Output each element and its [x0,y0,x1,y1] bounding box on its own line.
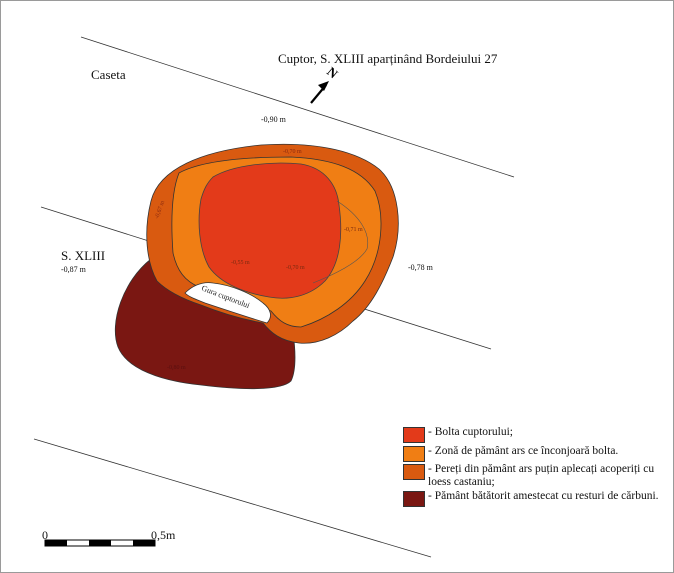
scale-end-label: 0,5m [151,528,176,542]
legend-swatch [403,446,425,462]
depth-label-top: -0,90 m [261,115,286,124]
caseta-label: Caseta [91,67,126,82]
oven-mouth [184,282,271,324]
drawing-title: Cuptor, S. XLIII aparținând Bordeiului 2… [278,51,498,66]
section-label: S. XLIII [61,248,106,263]
depth-label-right: -0,78 m [408,263,433,272]
legend-label: - Bolta cuptorului; [428,426,513,438]
scale-bar-segment [45,540,67,546]
depth-label-faint: -0,71 m [344,227,363,233]
legend-item-pamant: - Pământ bătătorit amestecat cu resturi … [403,490,659,507]
scale-start-label: 0 [42,528,48,542]
legend-label: - Pământ bătătorit amestecat cu resturi … [428,490,659,502]
scale-bar-segment [89,540,111,546]
reference-line-bottom [33,438,432,558]
legend-label: - Pereți din pământ ars puțin aplecați a… [428,463,655,488]
scale-bar-segment [133,540,155,546]
legend-item-bolta: - Bolta cuptorului; [403,426,513,443]
legend-label: - Zonă de pământ ars ce înconjoară bolta… [428,445,619,457]
legend-swatch [403,491,425,507]
depth-label-left: -0,87 m [61,265,86,274]
depth-label-faint: -0,70 m [286,265,305,271]
legend-swatch [403,464,425,480]
legend-item-zona: - Zonă de pământ ars ce înconjoară bolta… [403,445,618,462]
legend-swatch [403,427,425,443]
bolta-area [198,162,342,299]
north-arrowhead-icon [318,81,329,91]
legend-item-pereti: - Pereți din pământ ars puțin aplecați a… [403,463,663,489]
depth-label-faint: -0,70 m [283,149,302,155]
inner-contour-line [312,200,369,284]
reference-line-top [80,36,515,178]
depth-label-faint: -0,80 m [167,365,186,371]
depth-label-faint: -0,55 m [231,260,250,266]
